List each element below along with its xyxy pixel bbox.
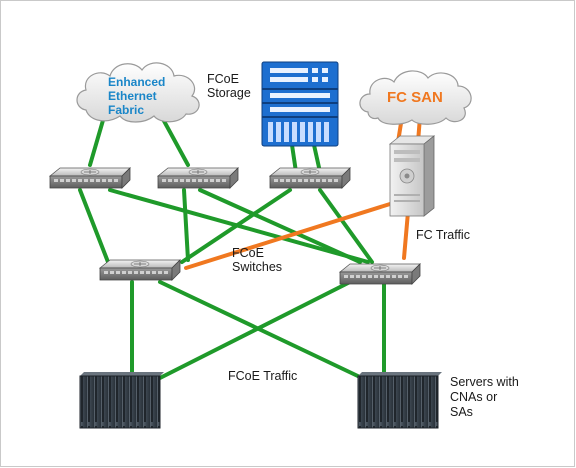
link-storage-switch3b bbox=[312, 143, 322, 174]
link-s3-core2 bbox=[318, 188, 374, 264]
server-rack-icon bbox=[79, 372, 164, 429]
link-s2-core1 bbox=[182, 188, 190, 262]
cloud-icon bbox=[76, 62, 200, 123]
link-core2-server1 bbox=[154, 280, 352, 382]
link-core1-server2 bbox=[158, 280, 364, 380]
storage-array-icon bbox=[261, 61, 339, 147]
switch-icon bbox=[99, 259, 181, 281]
server-rack-icon bbox=[357, 372, 442, 429]
fc-server-icon bbox=[388, 135, 436, 217]
cloud-icon bbox=[359, 70, 472, 125]
link-s3-core1 bbox=[180, 188, 292, 264]
switch-icon bbox=[49, 167, 131, 189]
ethernet-links bbox=[78, 108, 386, 382]
link-fcserver-core2 bbox=[402, 210, 410, 260]
fcoe-switches-label: FCoE Switches bbox=[232, 246, 283, 274]
servers-label: Servers with CNAs or SAs bbox=[450, 375, 519, 419]
link-storage-switch3a bbox=[290, 143, 298, 174]
switch-icon bbox=[157, 167, 239, 189]
fcoe-traffic-label: FCoE Traffic bbox=[228, 369, 298, 383]
link-s1-core1 bbox=[78, 188, 110, 264]
enhanced-ethernet-fabric-label: Enhanced Ethernet Fabric bbox=[108, 75, 166, 117]
fc-traffic-label: FC Traffic bbox=[416, 228, 470, 242]
fcoe-storage-label: FCoE Storage bbox=[207, 72, 251, 100]
fc-san-label: FC SAN bbox=[387, 89, 443, 106]
link-fcserver-core1 bbox=[184, 202, 392, 270]
link-s2-core2 bbox=[198, 188, 362, 264]
switch-icon bbox=[269, 167, 351, 189]
switch-icon bbox=[339, 263, 421, 285]
